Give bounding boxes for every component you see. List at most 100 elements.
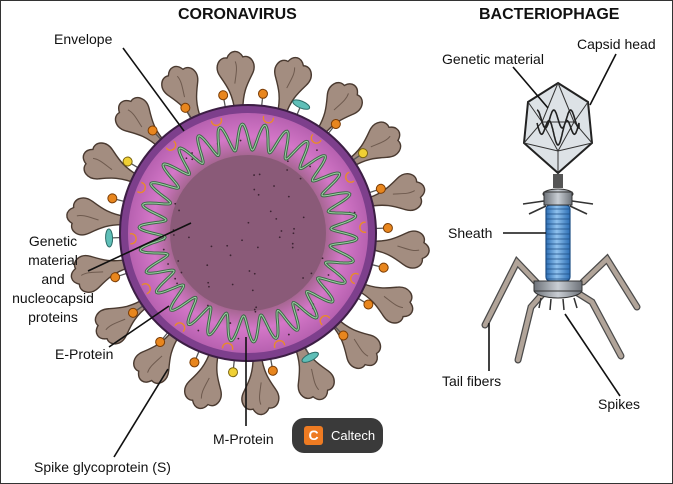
speckle [188,236,190,239]
tail-sheath [545,204,571,282]
caltech-badge-text: Caltech [331,428,376,443]
spike-glycoprotein [364,173,426,211]
spike-body [364,173,426,211]
spike-texture [127,109,143,128]
speckle [229,254,232,257]
spike-texture [383,295,404,309]
nucleocapsid-loop [310,133,322,144]
loop-arc [310,133,322,144]
speckle [256,246,259,249]
neck [553,174,563,188]
speckle [257,193,260,196]
nucleocapsid-loop [221,342,234,351]
spike-glycoprotein [274,56,312,118]
spike-body [133,328,181,384]
leader-envelope [122,47,185,132]
speckle [309,165,312,168]
loop-arc [350,272,359,285]
speckle [316,149,318,151]
spike-texture [353,338,369,357]
spike-texture [397,245,420,252]
nucleocapsid-loop [345,171,355,183]
speckle [210,245,213,248]
speckle [253,272,256,275]
speckle [280,230,283,232]
speckle [273,185,275,187]
label-m-protein: M-Protein [213,431,274,447]
surface-proteins [105,88,393,378]
spike-texture [286,67,296,89]
m-protein-bulb [267,365,278,376]
leader-genetic-material [87,222,192,272]
m-protein-bulb [338,330,349,341]
speckle [207,281,210,284]
nucleocapsid-loop [210,117,223,127]
nucleocapsid-loop [165,140,177,151]
speckle [253,188,256,191]
m-protein-bulb [375,183,386,194]
nucleocapsid-loop [174,322,186,333]
spike-texture [370,135,391,148]
spike-body [368,230,430,269]
spike-texture [333,93,349,111]
speckle [197,329,200,332]
speckle [174,277,177,280]
speckle [278,236,281,239]
speckle [286,160,289,163]
loop-arc [262,115,275,124]
rna-coil-highlight [138,123,358,343]
speckle [287,195,290,198]
surface-protein [228,354,239,378]
base-plate-body [533,280,583,292]
m-protein-bulb [110,272,121,283]
spike-texture [81,271,104,276]
spike-body [241,353,280,416]
speckle [292,232,295,235]
speckle [291,242,294,245]
sheath-rings [546,208,570,280]
spike-texture [310,368,320,391]
spike-body [274,56,312,118]
bacteriophage [481,81,641,364]
interior-speckles [162,139,356,340]
speckle [180,271,183,274]
spike-texture [76,214,99,221]
base-spikes [538,297,578,311]
speckle [237,337,240,340]
loop-arc [359,221,367,233]
spike-glycoprotein [329,316,382,370]
hemagglutinin-cap [105,228,114,248]
spike-proteins [66,50,430,416]
speckle [253,174,255,176]
speckle [321,257,324,260]
tail-fibers-highlight [482,255,640,363]
spike-glycoprotein [184,348,222,410]
caltech-badge[interactable]: C Caltech [292,418,383,453]
spike-texture [234,61,237,84]
m-protein-bulb [382,223,393,234]
label-capsid-head: Capsid head [577,36,656,52]
speckle [167,263,169,265]
speckle [174,202,177,205]
m-protein-bulb [330,118,341,129]
speckle [248,270,251,272]
dna-strand [536,109,580,146]
leader-phage-genetic-material [512,66,549,109]
m-protein-bulb [218,90,229,101]
speckle [255,306,258,309]
leader-spike [113,368,169,458]
speckle [178,209,180,212]
label-line: and [41,271,65,287]
m-protein-bulb [257,88,268,99]
hemagglutinin-cap [292,99,311,110]
speckle [185,157,188,160]
speckle [254,310,257,313]
speckle [253,308,256,311]
spike-texture [105,318,126,331]
spike-glycoprotein [216,50,255,113]
speckle [241,239,243,242]
e-protein-bulb [122,156,133,167]
label-line: material [28,252,78,268]
